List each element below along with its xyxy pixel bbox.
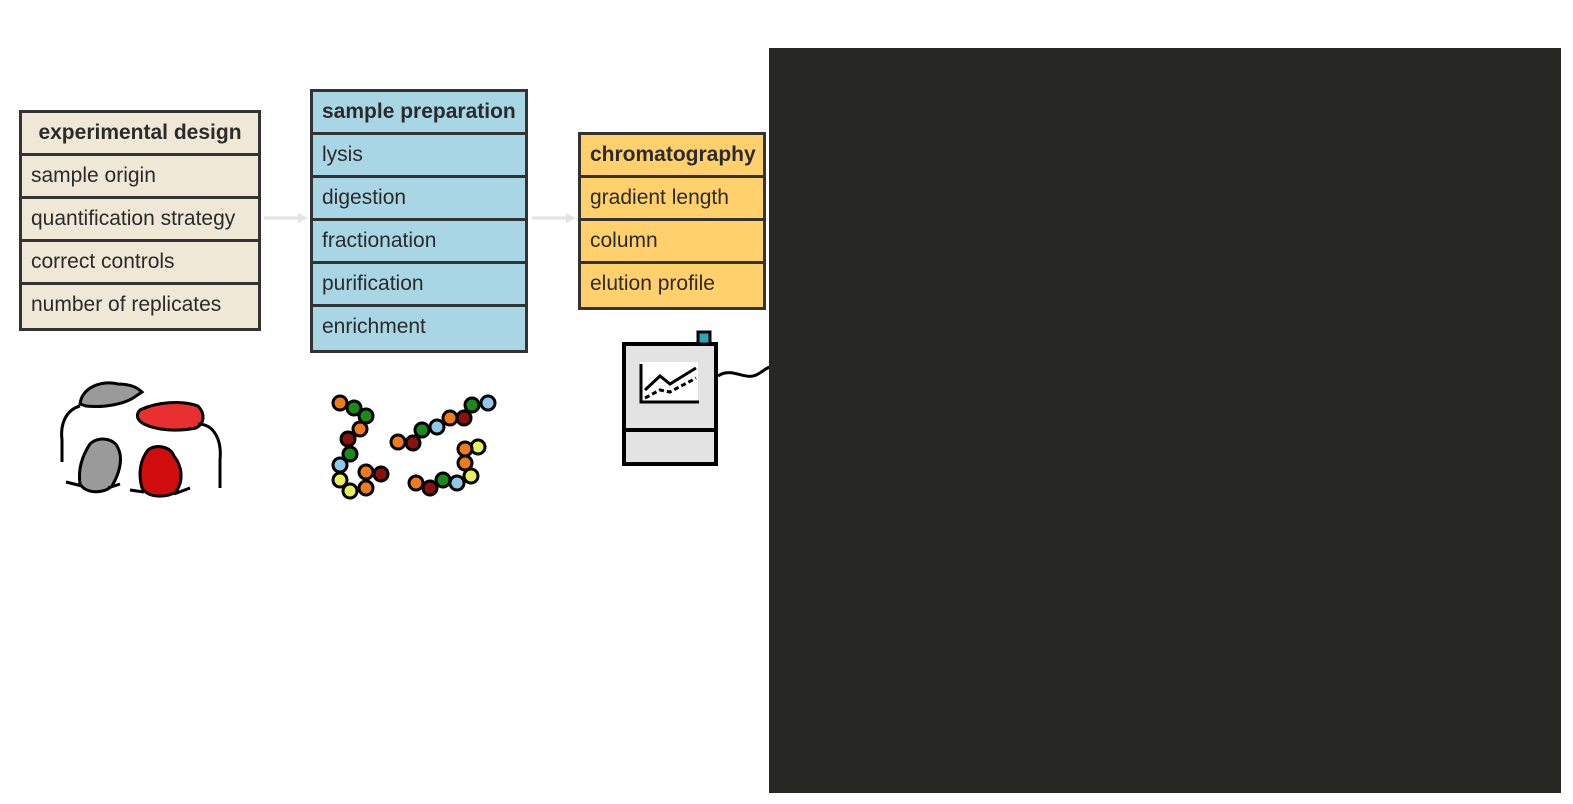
prep-item-fractionation: fractionation [313,221,525,264]
arrow-design-to-prep [264,213,308,223]
prep-item-digestion: digestion [313,178,525,221]
design-item-correct-controls: correct controls [22,242,258,285]
sample-preparation-title: sample preparation [313,92,525,135]
prep-item-lysis: lysis [313,135,525,178]
chromatography-box: chromatography gradient length column el… [578,132,766,310]
prep-item-purification: purification [313,264,525,307]
design-item-sample-origin: sample origin [22,156,258,199]
arrow-prep-to-chrom [532,213,576,223]
dark-overlay-panel [769,48,1561,793]
chrom-item-elution-profile: elution profile [590,272,715,295]
chrom-item-column: column [581,221,763,264]
design-item-number-of-replicates: number of replicates [31,293,222,316]
design-item-quantification-strategy: quantification strategy [22,199,258,242]
experimental-design-box: experimental design sample origin quanti… [19,110,261,331]
sample-preparation-box: sample preparation lysis digestion fract… [310,89,528,353]
prep-item-enrichment: enrichment [322,315,426,338]
chrom-item-gradient-length: gradient length [581,178,763,221]
experimental-design-title: experimental design [22,113,258,156]
chromatography-title: chromatography [581,135,763,178]
